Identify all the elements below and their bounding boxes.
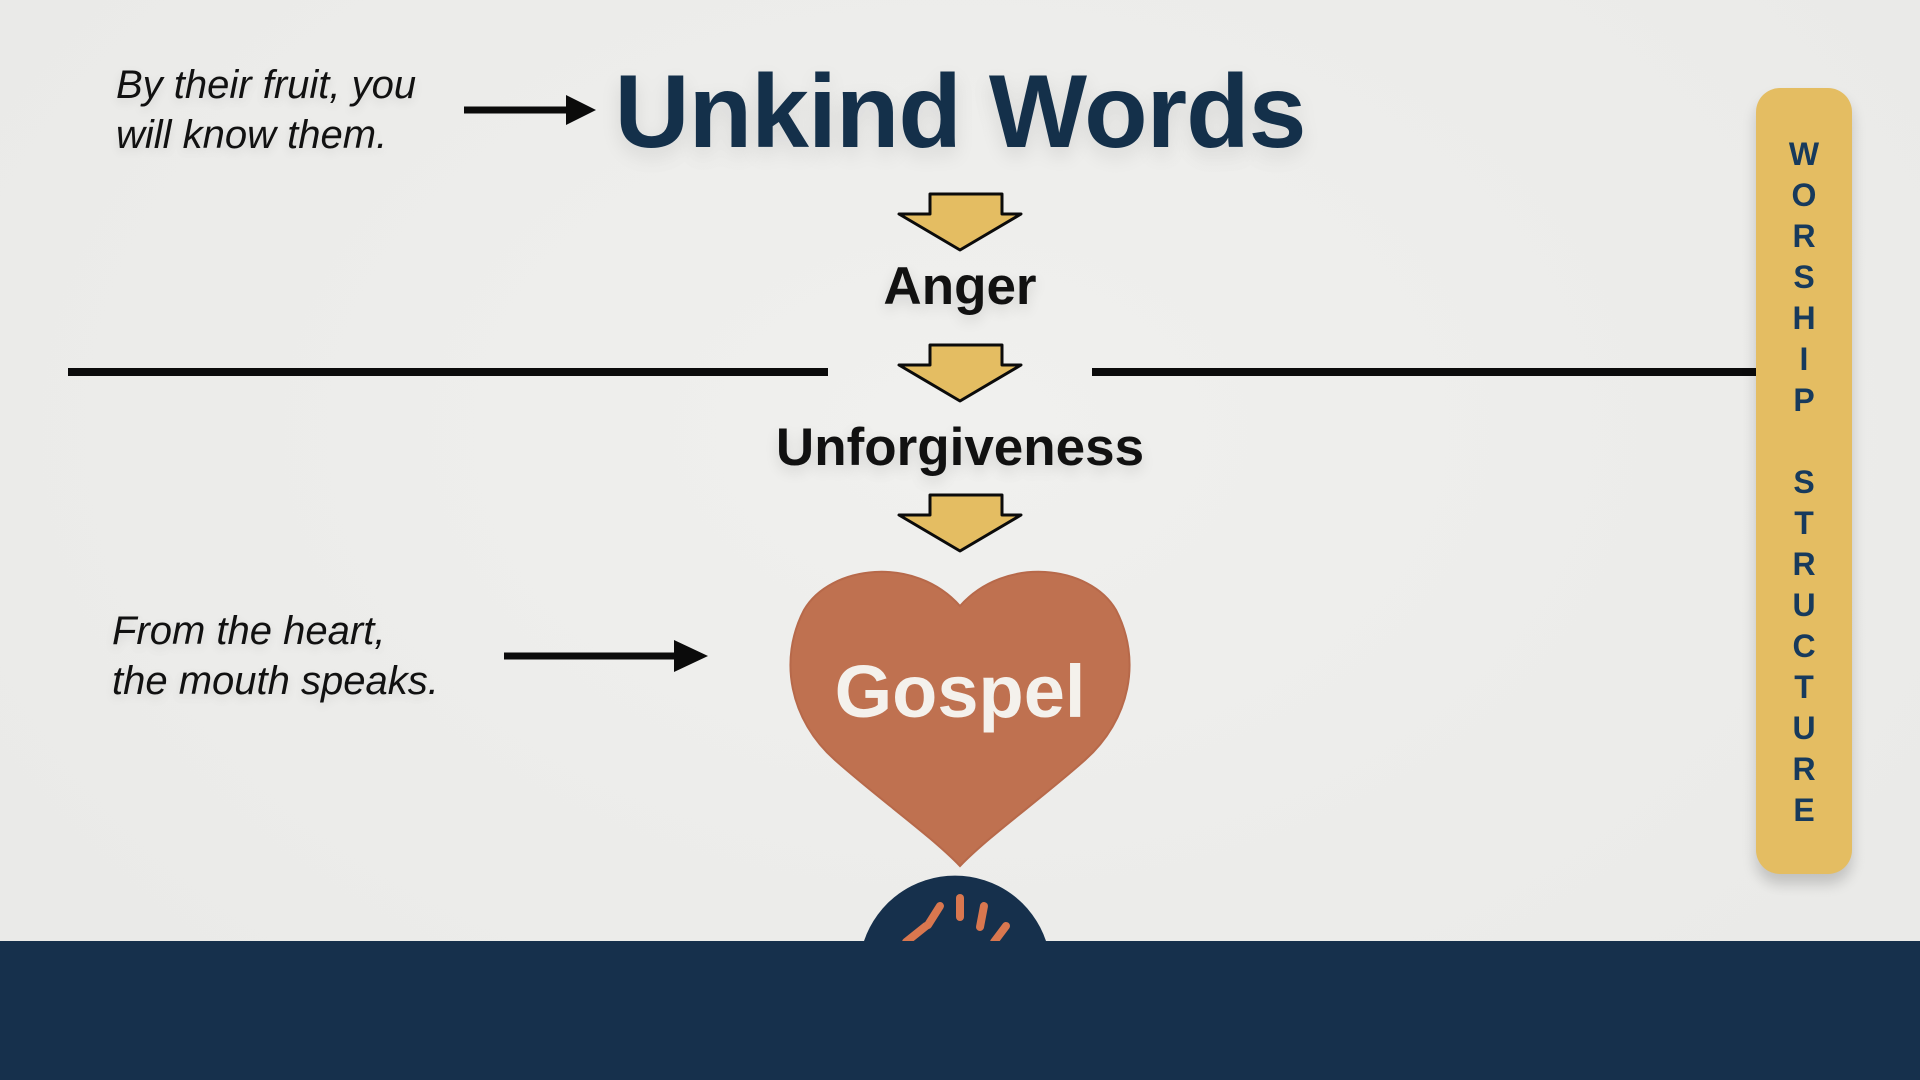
heart-label: Gospel: [834, 650, 1086, 733]
right-arrow-icon: [504, 640, 708, 672]
banner-letters: W O R S H I P S T R U C T U R E: [1756, 134, 1852, 831]
banner-letter: R: [1792, 218, 1816, 254]
banner-letter: I: [1799, 341, 1809, 377]
banner-letter: [1756, 421, 1852, 462]
footer-bar: [0, 941, 1920, 1080]
banner-letter: S: [1793, 464, 1815, 500]
slide-title: Unkind Words: [614, 54, 1307, 170]
banner-letter: R: [1792, 546, 1816, 582]
down-arrow-icon: [897, 192, 1023, 252]
banner-letter: U: [1792, 587, 1816, 623]
quote-fruit: By their fruit, you will know them.: [116, 60, 496, 160]
step-unforgiveness: Unforgiveness: [775, 418, 1145, 477]
banner-letter: E: [1793, 792, 1815, 828]
banner-letter: U: [1792, 710, 1816, 746]
heart-icon: [789, 570, 1131, 868]
divider-left: [68, 368, 828, 376]
down-arrow-icon: [897, 493, 1023, 553]
banner-letter: O: [1791, 177, 1817, 213]
divider-right: [1092, 368, 1760, 376]
down-arrow-icon: [897, 343, 1023, 403]
banner-letter: T: [1794, 505, 1814, 541]
right-arrow-icon: [464, 95, 596, 125]
quote-heart-line-2: the mouth speaks.: [112, 659, 439, 703]
quote-heart: From the heart, the mouth speaks.: [112, 606, 512, 706]
quote-fruit-line-2: will know them.: [116, 113, 388, 157]
quote-fruit-line-1: By their fruit, you: [116, 63, 417, 107]
quote-heart-line-1: From the heart,: [112, 609, 386, 653]
worship-structure-banner: W O R S H I P S T R U C T U R E: [1756, 88, 1852, 874]
banner-letter: C: [1792, 628, 1816, 664]
banner-letter: S: [1793, 259, 1815, 295]
banner-letter: W: [1788, 136, 1820, 172]
banner-letter: P: [1793, 382, 1815, 418]
banner-letter: R: [1792, 751, 1816, 787]
step-anger: Anger: [883, 257, 1037, 316]
banner-letter: T: [1794, 669, 1814, 705]
banner-letter: H: [1792, 300, 1816, 336]
